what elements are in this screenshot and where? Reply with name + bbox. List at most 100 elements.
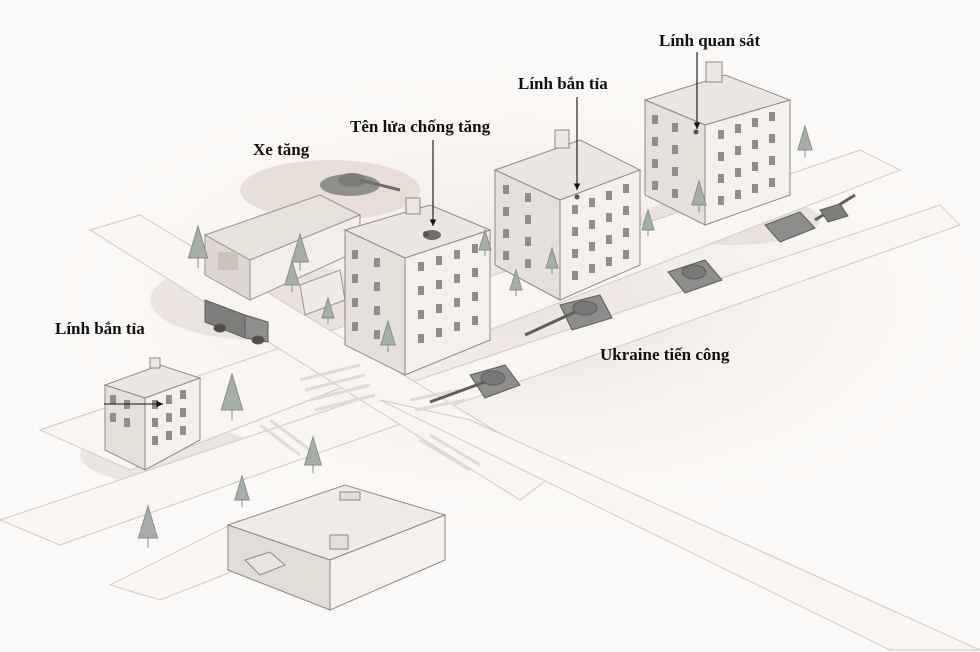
window <box>110 413 116 422</box>
window <box>606 191 612 200</box>
window <box>623 206 629 215</box>
window <box>418 310 424 319</box>
conifer-tree <box>303 435 323 474</box>
conifer-tree <box>284 259 300 293</box>
label-anti-tank: Tên lửa chống tăng <box>350 117 491 136</box>
label-spotter: Lính quan sát <box>659 31 761 50</box>
window <box>454 274 460 283</box>
building-a <box>343 197 492 376</box>
window <box>672 167 678 176</box>
window <box>606 235 612 244</box>
window <box>454 250 460 259</box>
window <box>152 418 158 427</box>
window <box>735 190 741 199</box>
window <box>769 156 775 165</box>
window <box>752 162 758 171</box>
window <box>589 220 595 229</box>
conifer-tree <box>380 319 396 353</box>
window <box>503 251 509 260</box>
window <box>589 264 595 273</box>
conifer-tree <box>234 474 250 508</box>
window <box>110 395 116 404</box>
window <box>652 115 658 124</box>
conifer-tree <box>220 372 244 421</box>
building-b <box>493 129 642 301</box>
window <box>735 124 741 133</box>
window <box>525 259 531 268</box>
window <box>352 322 358 331</box>
window <box>769 134 775 143</box>
window <box>436 304 442 313</box>
window <box>752 140 758 149</box>
window <box>472 244 478 253</box>
conifer-tree <box>509 268 523 296</box>
window <box>374 282 380 291</box>
label-sniper-left: Lính bắn tỉa <box>55 319 145 338</box>
conifer-tree <box>641 208 655 236</box>
window <box>454 322 460 331</box>
window <box>436 328 442 337</box>
window <box>735 146 741 155</box>
window <box>503 185 509 194</box>
window <box>769 178 775 187</box>
label-arrows <box>104 52 701 408</box>
window <box>572 227 578 236</box>
window <box>752 184 758 193</box>
window <box>374 258 380 267</box>
building-e <box>226 484 447 611</box>
window <box>472 292 478 301</box>
conifer-tree <box>545 246 559 274</box>
window <box>623 250 629 259</box>
window <box>180 390 186 399</box>
window <box>525 193 531 202</box>
building-windows <box>110 112 775 445</box>
window <box>718 174 724 183</box>
tank-1 <box>429 364 521 404</box>
window <box>623 228 629 237</box>
window <box>525 237 531 246</box>
window <box>124 418 130 427</box>
window <box>606 213 612 222</box>
tank-2 <box>524 294 613 337</box>
window <box>652 137 658 146</box>
apc-artillery <box>764 193 856 243</box>
window <box>735 168 741 177</box>
conifer-tree <box>321 296 335 324</box>
window <box>769 112 775 121</box>
window <box>672 123 678 132</box>
trees <box>137 124 813 548</box>
window <box>718 130 724 139</box>
window <box>166 431 172 440</box>
window <box>718 196 724 205</box>
window <box>352 250 358 259</box>
window <box>572 205 578 214</box>
crosswalks <box>259 363 481 472</box>
window <box>180 408 186 417</box>
window <box>503 207 509 216</box>
conifer-tree <box>137 504 159 548</box>
window <box>418 334 424 343</box>
label-sniper-center: Lính bắn tỉa <box>518 74 608 93</box>
window <box>180 426 186 435</box>
soldier-figures <box>423 129 699 237</box>
window <box>589 242 595 251</box>
window <box>589 198 595 207</box>
tank-3 <box>667 259 723 294</box>
window <box>652 181 658 190</box>
window <box>152 436 158 445</box>
window <box>418 286 424 295</box>
window <box>652 159 658 168</box>
window <box>352 298 358 307</box>
window <box>572 271 578 280</box>
window <box>572 249 578 258</box>
window <box>454 298 460 307</box>
conifer-tree <box>691 179 707 213</box>
label-tank: Xe tăng <box>253 140 310 159</box>
building-c <box>643 61 792 226</box>
window <box>418 262 424 271</box>
window <box>525 215 531 224</box>
window <box>672 189 678 198</box>
roof-tank <box>320 173 401 196</box>
